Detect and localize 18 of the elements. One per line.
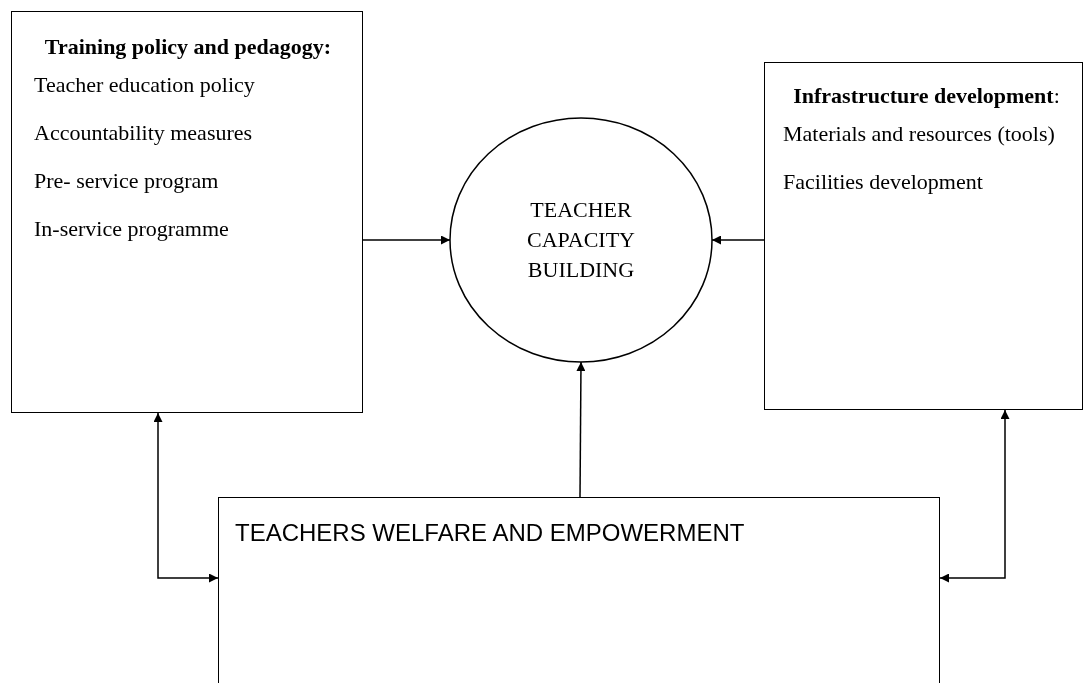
text-box <box>11 11 363 413</box>
arrow <box>153 412 219 583</box>
arrow <box>576 361 586 498</box>
list-item: Pre- service program <box>34 167 220 195</box>
list-item: In-service programme <box>34 215 230 243</box>
arrow <box>362 235 451 245</box>
list-item: Facilities development <box>783 168 984 196</box>
text-box <box>764 62 1083 410</box>
process-box <box>218 497 940 683</box>
list-item: Accountability measures <box>34 119 254 147</box>
box-heading: Training policy and pedagogy: <box>43 33 333 61</box>
list-item: Materials and resources (tools) <box>783 120 1056 148</box>
box-title: TEACHERS WELFARE AND EMPOWERMENT <box>235 518 746 548</box>
node-label: TEACHER CAPACITY BUILDING <box>526 196 636 284</box>
box-heading: Infrastructure development: <box>792 82 1061 110</box>
arrow <box>939 409 1010 583</box>
list-item: Teacher education policy <box>34 71 256 99</box>
circle-node <box>450 118 712 362</box>
